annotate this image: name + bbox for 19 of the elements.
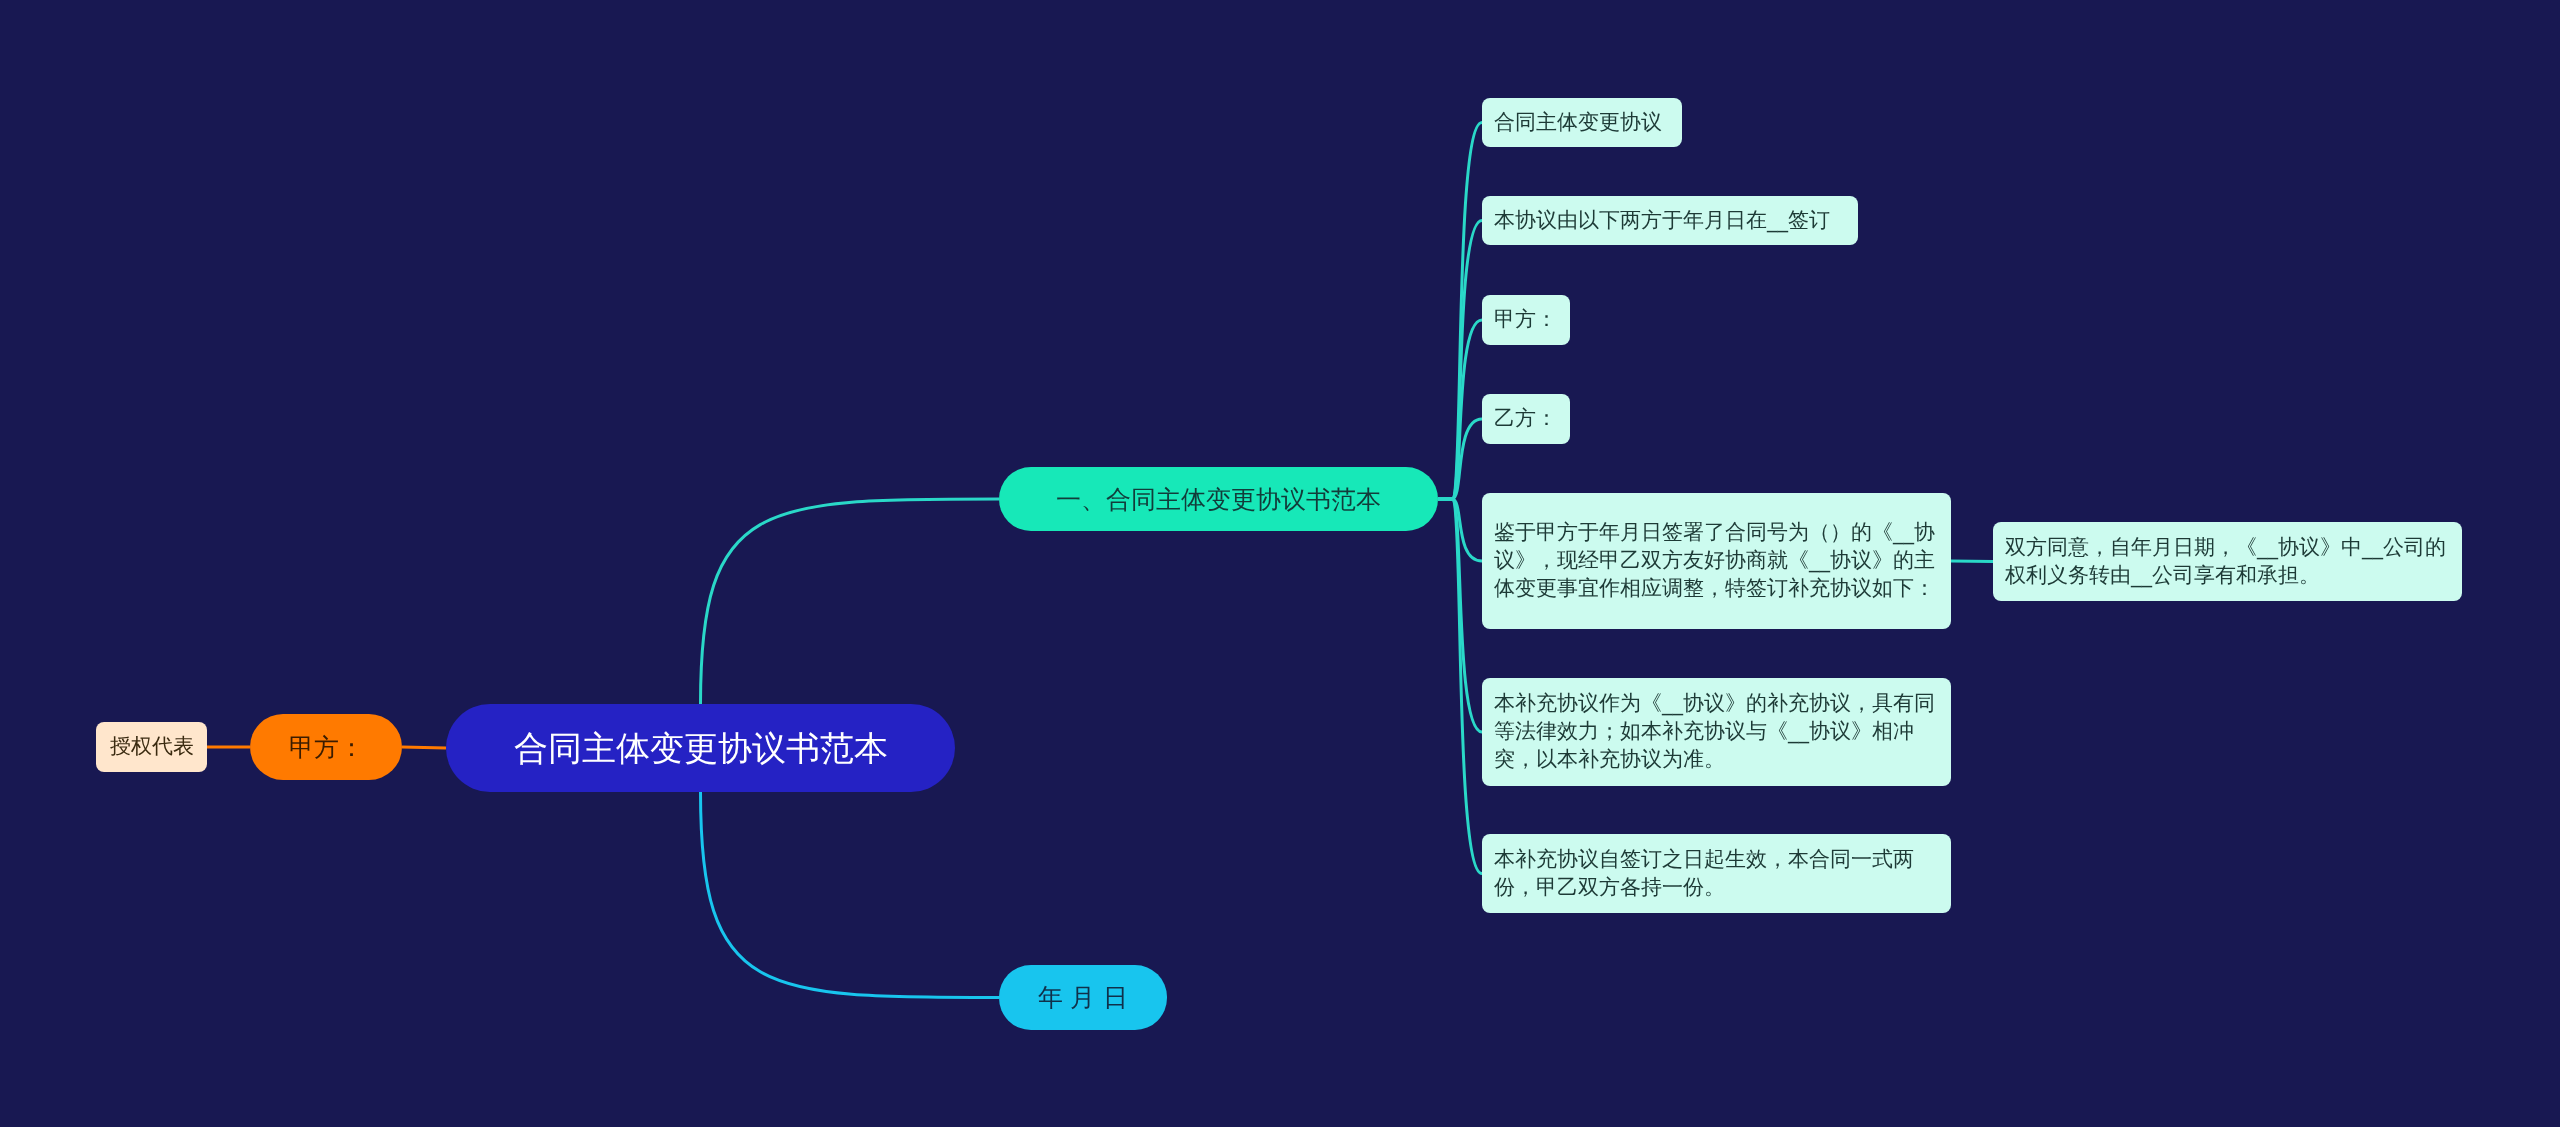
connector-line <box>401 745 447 750</box>
connector-line <box>699 497 999 705</box>
connector-line <box>1951 559 1993 563</box>
subtopic-box: 双方同意，自年月日期，《__协议》中__公司的权利义务转由__公司享有和承担。 <box>1993 522 2462 601</box>
subtopic-label: 授权代表 <box>96 722 207 772</box>
branch-topic: 年 月 日 <box>999 965 1167 1030</box>
subtopic-box: 本补充协议作为《__协议》的补充协议，具有同等法律效力；如本补充协议与《__协议》相冲突，以本补充协议为准。 <box>1482 678 1951 786</box>
central-topic: 合同主体变更协议书范本 <box>446 704 955 792</box>
subtopic-box: 合同主体变更协议 <box>1482 98 1682 147</box>
subtopic-box: 甲方： <box>1482 295 1570 345</box>
connector-line <box>1438 497 1484 875</box>
connector-line <box>207 745 250 749</box>
branch-topic: 一、合同主体变更协议书范本 <box>999 467 1438 531</box>
subtopic-box: 本补充协议自签订之日起生效，本合同一式两份，甲乙双方各持一份。 <box>1482 834 1951 913</box>
branch-topic: 甲方： <box>250 714 402 780</box>
subtopic-box: 乙方： <box>1482 394 1570 444</box>
subtopic-box: 鉴于甲方于年月日签署了合同号为（）的《__协议》，现经甲乙双方友好协商就《__协议》的主体变更事宜作相应调整，特签订补充协议如下： <box>1482 493 1951 629</box>
subtopic-box: 本协议由以下两方于年月日在__签订 <box>1482 196 1858 245</box>
connector-line <box>699 791 999 999</box>
